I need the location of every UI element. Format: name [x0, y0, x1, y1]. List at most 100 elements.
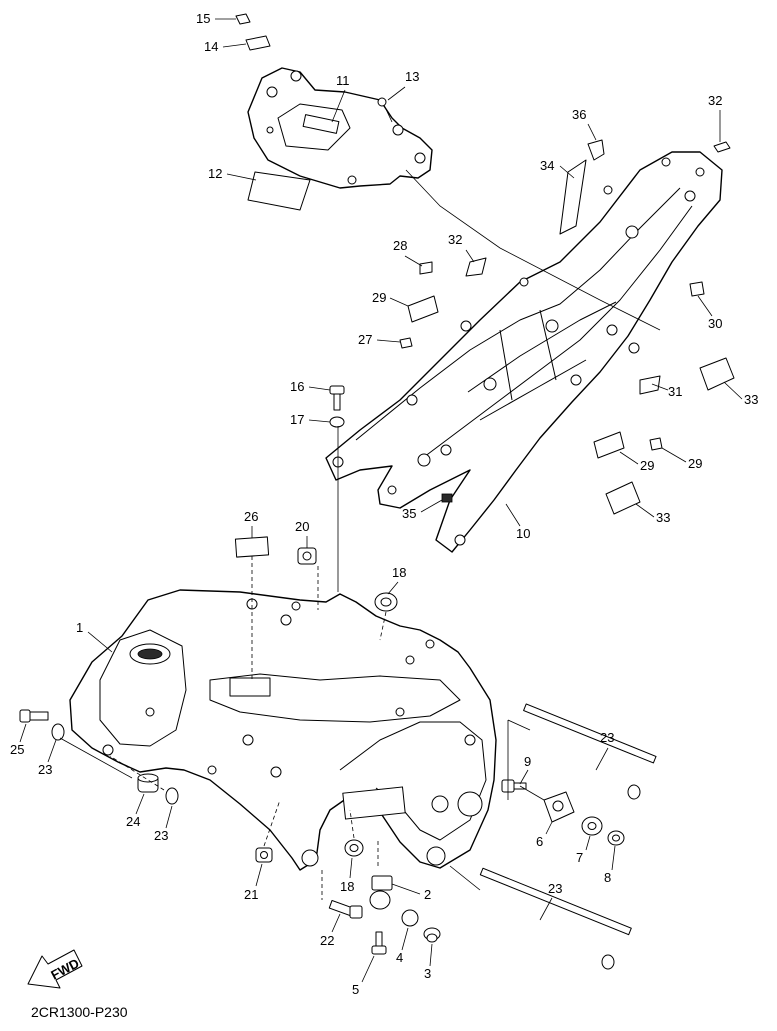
- svg-text:35: 35: [402, 506, 416, 521]
- part-33-pad-lower: [605, 481, 641, 515]
- callout-34: 34: [540, 158, 575, 179]
- part-2-collar: [369, 875, 393, 910]
- part-23-collar-lower: [165, 787, 179, 805]
- svg-text:15: 15: [196, 11, 210, 26]
- guide-line: [519, 785, 545, 801]
- part-16-bolt: [329, 385, 345, 411]
- callout-8: 8: [604, 845, 616, 885]
- svg-text:4: 4: [396, 950, 403, 965]
- callout-12: 12: [208, 166, 257, 181]
- part-13-bolt: [377, 97, 393, 123]
- svg-text:1: 1: [76, 620, 83, 635]
- part-26-label: [234, 536, 270, 558]
- part-23-collar-upper: [51, 723, 65, 741]
- part-34-pad: [559, 159, 587, 235]
- part-18-collar-upper: [374, 592, 398, 612]
- part-24-collar: [137, 773, 159, 793]
- guide-line: [263, 799, 281, 847]
- callout-9: 9: [519, 754, 531, 785]
- part-8-cap: [607, 830, 625, 846]
- callout-6: 6: [536, 821, 553, 849]
- callout-23-upper: 23: [38, 739, 57, 777]
- part-36-clip: [587, 139, 605, 161]
- svg-text:FWD: FWD: [48, 955, 81, 982]
- guide-line: [349, 809, 355, 839]
- part-21-nut-upper: [297, 547, 317, 565]
- svg-text:23: 23: [600, 730, 614, 745]
- part-19-shaft: [479, 867, 632, 970]
- callout-27: 27: [358, 332, 401, 347]
- callout-32-upper: 32: [448, 232, 475, 263]
- part-33-pad-upper: [699, 357, 735, 391]
- callout-7: 7: [576, 835, 591, 865]
- guide-line: [59, 737, 133, 779]
- diagram-code: 2CR1300-P230: [31, 1004, 128, 1020]
- svg-text:8: 8: [604, 870, 611, 885]
- svg-text:20: 20: [295, 519, 309, 534]
- svg-text:25: 25: [10, 742, 24, 757]
- callout-31: 32: [708, 93, 722, 142]
- part-29-pad-lower: [593, 431, 625, 459]
- svg-text:18: 18: [340, 879, 354, 894]
- callout-15: 15: [196, 11, 236, 26]
- svg-text:30: 30: [708, 316, 722, 331]
- callout-30: 30: [697, 295, 722, 331]
- callout-label: 23: [154, 828, 168, 843]
- svg-text:32: 32: [448, 232, 462, 247]
- guide-line: [507, 719, 531, 731]
- callout-21-upper: 20: [295, 519, 309, 548]
- callout-5: 5: [352, 955, 375, 997]
- part-35-clip: [441, 493, 453, 503]
- part-21-nut-lower: [255, 847, 273, 863]
- callout-3: 3: [424, 943, 433, 981]
- svg-text:23: 23: [548, 881, 562, 896]
- callout-33-lower: 33: [635, 503, 670, 525]
- callout-1: 1: [76, 620, 113, 653]
- guide-line: [405, 169, 661, 331]
- part-11-bracket: [247, 67, 433, 189]
- callout-25: 25: [10, 723, 27, 757]
- svg-text:34: 34: [540, 158, 554, 173]
- part-31-label: [713, 141, 731, 153]
- svg-text:2: 2: [424, 887, 431, 902]
- part-17-collar: [329, 416, 345, 428]
- svg-text:16: 16: [290, 379, 304, 394]
- callout-2: 2: [391, 883, 431, 902]
- svg-text:27: 27: [358, 332, 372, 347]
- part-9-bolt: [501, 779, 527, 793]
- part-22-bolt: [328, 899, 363, 919]
- callout-10: 10: [505, 503, 530, 541]
- svg-text:11: 11: [336, 73, 350, 88]
- callout-11: 11: [331, 73, 350, 123]
- callout-16: 16: [290, 379, 331, 394]
- part-29-pad-upper: [407, 295, 439, 323]
- svg-text:12: 12: [208, 166, 222, 181]
- callout-19: 23: [539, 881, 562, 921]
- callout-13: 13: [387, 69, 419, 101]
- svg-text:9: 9: [524, 754, 531, 769]
- svg-text:33: 33: [656, 510, 670, 525]
- svg-text:28: 28: [393, 238, 407, 253]
- part-30-label: [689, 281, 705, 297]
- part-5-bolt: [371, 931, 387, 955]
- fwd-arrow-icon: FWD: [27, 949, 83, 989]
- callout-32-lower: 31: [651, 383, 682, 399]
- svg-text:3: 3: [424, 966, 431, 981]
- svg-text:18: 18: [392, 565, 406, 580]
- svg-text:14: 14: [204, 39, 218, 54]
- svg-text:26: 26: [244, 509, 258, 524]
- part-28-clip-upper: [419, 261, 433, 275]
- callout-4: 4: [396, 927, 409, 965]
- svg-text:17: 17: [290, 412, 304, 427]
- callout-24: 24: [126, 793, 145, 829]
- callout-21-lower: 21: [244, 863, 263, 902]
- svg-text:32: 32: [708, 93, 722, 108]
- svg-text:7: 7: [576, 850, 583, 865]
- callout-35: 35: [402, 499, 443, 521]
- callout-29-upper: 29: [372, 290, 409, 307]
- svg-text:33: 33: [744, 392, 758, 407]
- callout-18-upper: 18: [387, 565, 406, 595]
- part-32-pad-lower: [639, 375, 661, 395]
- svg-text:29: 29: [688, 456, 702, 471]
- svg-text:22: 22: [320, 933, 334, 948]
